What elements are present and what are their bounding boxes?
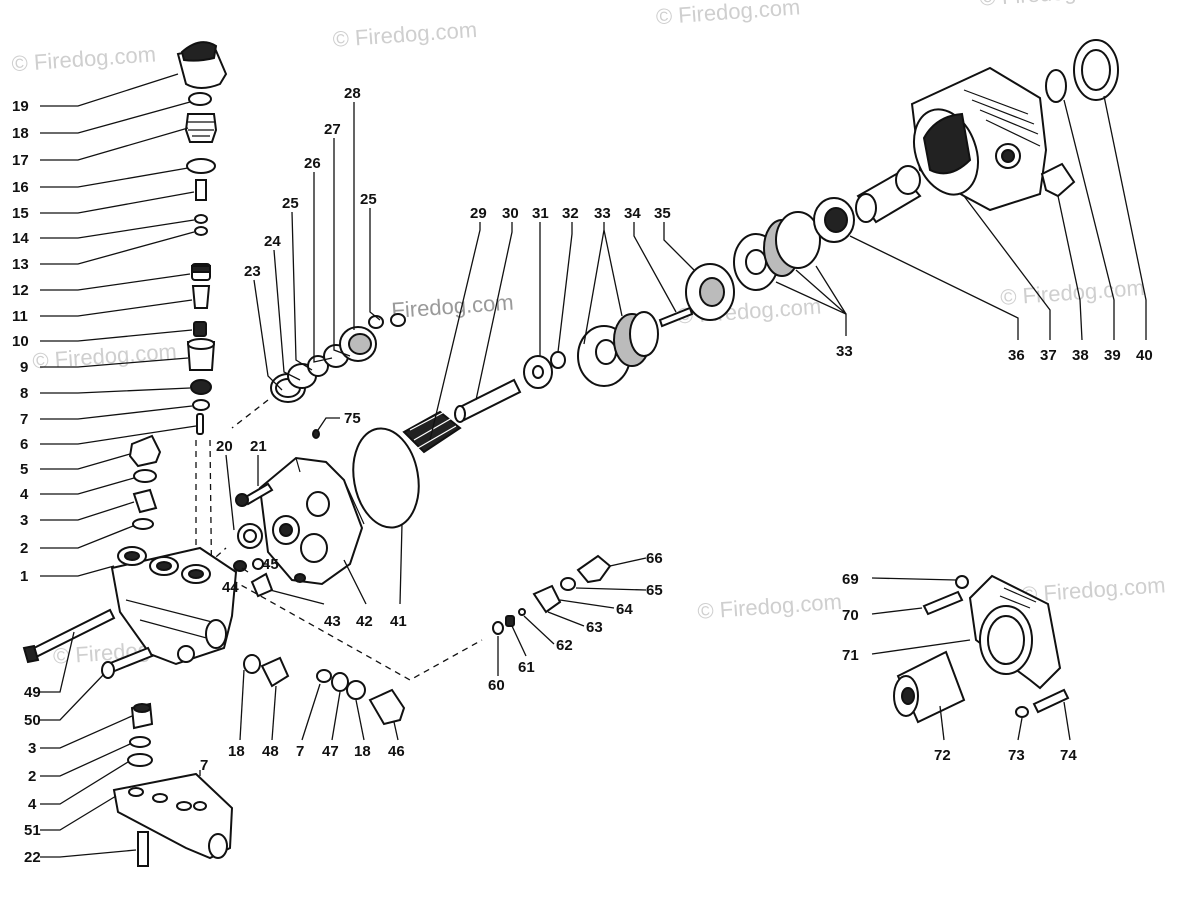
callout-24: 24: [264, 233, 281, 250]
callout-63: 63: [586, 619, 603, 636]
valve-block-part: [112, 772, 234, 860]
callout-9: 9: [20, 359, 28, 376]
callout-3: 3: [20, 512, 28, 529]
callout-3: 3: [28, 740, 36, 757]
callout-31: 31: [532, 205, 549, 222]
callout-75: 75: [344, 410, 361, 427]
callout-7: 7: [20, 411, 28, 428]
callout-48: 48: [262, 743, 279, 760]
callout-4: 4: [20, 486, 29, 503]
callout-13: 13: [12, 256, 29, 273]
callout-39: 39: [1104, 347, 1121, 364]
callout-62: 62: [556, 637, 573, 654]
callout-18: 18: [228, 743, 245, 760]
callout-12: 12: [12, 282, 29, 299]
callout-8: 8: [20, 385, 28, 402]
pump-head-part: [258, 456, 365, 586]
callout-21: 21: [250, 438, 267, 455]
callout-4: 4: [28, 796, 37, 813]
callout-5: 5: [20, 461, 28, 478]
callout-25: 25: [360, 191, 377, 208]
watermark: © Firedog.com: [999, 275, 1145, 310]
callout-66: 66: [646, 550, 663, 567]
callout-47: 47: [322, 743, 339, 760]
callout-37: 37: [1040, 347, 1057, 364]
callout-40: 40: [1136, 347, 1153, 364]
callout-25: 25: [282, 195, 299, 212]
callout-34: 34: [624, 205, 641, 222]
callout-43: 43: [324, 613, 341, 630]
callout-17: 17: [12, 152, 29, 169]
callout-45: 45: [262, 556, 279, 573]
callout-16: 16: [12, 179, 29, 196]
cap-top-part: [180, 41, 218, 62]
callout-18: 18: [12, 125, 29, 142]
callout-29: 29: [470, 205, 487, 222]
callout-71: 71: [842, 647, 859, 664]
watermark: © Firedog.com: [11, 41, 157, 76]
callout-7: 7: [296, 743, 304, 760]
manifold-part: [110, 546, 238, 666]
callout-33: 33: [836, 343, 853, 360]
callout-44: 44: [222, 579, 239, 596]
callout-49: 49: [24, 684, 41, 701]
callout-30: 30: [502, 205, 519, 222]
callout-70: 70: [842, 607, 859, 624]
callout-19: 19: [12, 98, 29, 115]
callout-36: 36: [1008, 347, 1025, 364]
callout-labels: 19 18 17 16 15 14 13 12 11 10 9 8 7 6 5 …: [12, 85, 1153, 866]
valve-stack-parts: [128, 41, 228, 530]
callout-27: 27: [324, 121, 341, 138]
callout-38: 38: [1072, 347, 1089, 364]
watermark: © Firedog.com: [697, 589, 843, 624]
callout-60: 60: [488, 677, 505, 694]
callout-28: 28: [344, 85, 361, 102]
crankcase-part: [910, 66, 1048, 212]
callout-64: 64: [616, 601, 633, 618]
piston-assembly: [402, 165, 922, 454]
seal-rings: [270, 313, 406, 403]
callout-61: 61: [518, 659, 535, 676]
callout-15: 15: [12, 205, 29, 222]
callout-46: 46: [388, 743, 405, 760]
callout-6: 6: [20, 436, 28, 453]
callout-32: 32: [562, 205, 579, 222]
callout-26: 26: [304, 155, 321, 172]
callout-72: 72: [934, 747, 951, 764]
watermark: © Firedog.com: [332, 17, 478, 52]
fitting-part: [184, 113, 218, 143]
callout-42: 42: [356, 613, 373, 630]
callout-23: 23: [244, 263, 261, 280]
watermark: © Firedog.com: [979, 0, 1125, 11]
callout-10: 10: [12, 333, 29, 350]
callout-11: 11: [12, 308, 28, 325]
callout-14: 14: [12, 230, 29, 247]
callout-69: 69: [842, 571, 859, 588]
callout-50: 50: [24, 712, 41, 729]
callout-20: 20: [216, 438, 233, 455]
large-o-ring-part: [352, 427, 420, 529]
adapter-plate-part: [968, 574, 1062, 690]
callout-18: 18: [354, 743, 371, 760]
callout-41: 41: [390, 613, 407, 630]
callout-74: 74: [1060, 747, 1077, 764]
watermark: © Firedog.com: [655, 0, 801, 29]
leader-lines: [40, 73, 1147, 858]
callout-2: 2: [28, 768, 36, 785]
callout-22: 22: [24, 849, 41, 866]
callout-2: 2: [20, 540, 28, 557]
watermark: © Firedog.com: [32, 339, 178, 374]
callout-1: 1: [20, 568, 28, 585]
callout-35: 35: [654, 205, 671, 222]
callout-65: 65: [646, 582, 663, 599]
callout-33: 33: [594, 205, 611, 222]
callout-51: 51: [24, 822, 41, 839]
callout-7: 7: [200, 757, 208, 774]
callout-73: 73: [1008, 747, 1025, 764]
